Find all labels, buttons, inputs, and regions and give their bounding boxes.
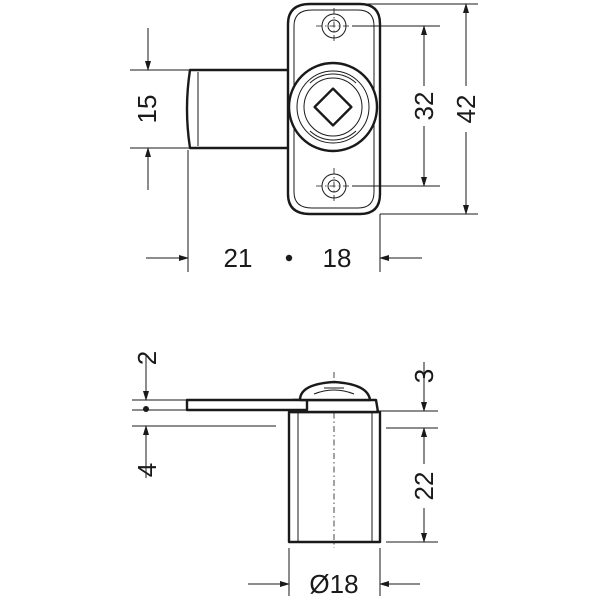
dimension-diameter-18-label: Ø18	[309, 569, 358, 599]
dimension-22: 22	[386, 427, 439, 543]
dimension-3: 3	[376, 362, 439, 412]
dimension-2: 2	[132, 351, 187, 412]
dimension-18-label: 18	[323, 243, 352, 273]
side-view: 2 4 3 22 Ø18	[132, 351, 439, 599]
upper-screw-hole	[316, 8, 352, 44]
dimension-4: 4	[132, 425, 276, 478]
dimension-42: 42	[362, 3, 481, 215]
latch-bolt	[185, 68, 292, 150]
dimension-21-label: 21	[224, 243, 253, 273]
dimension-15: 15	[130, 28, 190, 190]
dimension-32-label: 32	[409, 92, 439, 121]
reference-point	[285, 254, 293, 262]
lower-screw-hole	[316, 168, 352, 204]
dimension-42-label: 42	[451, 95, 481, 124]
dimension-22-label: 22	[409, 472, 439, 501]
cam-plate	[185, 398, 309, 412]
dimension-15-label: 15	[132, 95, 162, 124]
dimension-horizontal-21-18: 21 18	[146, 150, 422, 273]
dimension-diameter-18: Ø18	[248, 548, 420, 599]
top-view: 15 32 42 21 18	[130, 2, 481, 273]
dimension-4-label: 4	[132, 463, 162, 477]
cap-dome	[298, 380, 372, 402]
square-drive-socket	[313, 87, 353, 127]
dimension-3-label: 3	[409, 369, 439, 383]
lock-cylinder	[287, 61, 379, 153]
lock-body	[287, 372, 382, 548]
dimension-2-label: 2	[132, 351, 162, 365]
dimension-32: 32	[352, 25, 440, 187]
